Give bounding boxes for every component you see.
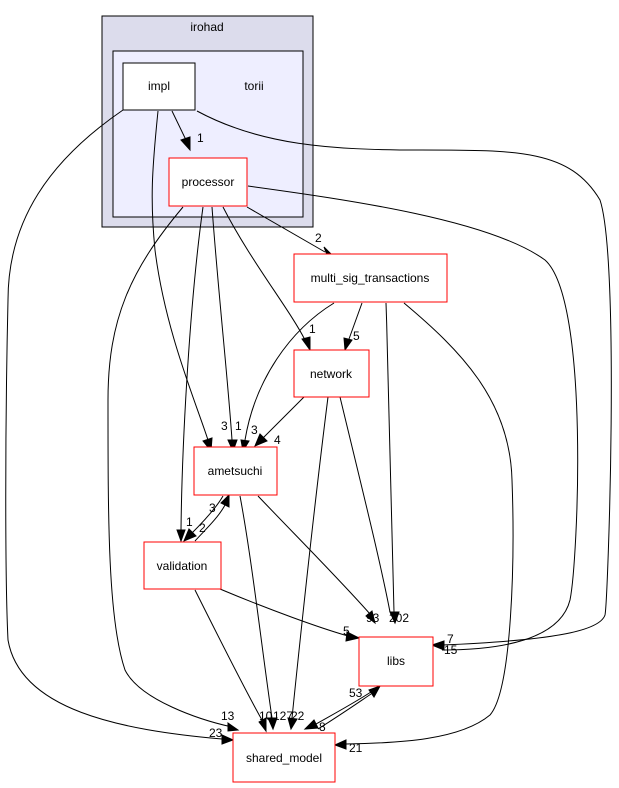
- edge-impl-processor-arrow: [180, 136, 191, 152]
- edge-processor-libs: [247, 185, 579, 651]
- edge-processor-validation-arrow: [176, 529, 186, 543]
- node-processor-label: processor: [182, 175, 235, 189]
- node-multi_sig_transactions[interactable]: multi_sig_transactions: [293, 253, 448, 303]
- edge-network-libs-label: 202: [389, 611, 409, 625]
- edge-validation-shared_model: [194, 589, 263, 721]
- edge-multi_sig-libs: [385, 302, 395, 613]
- edges: 1 3 7 23 2 1 1 1 15 13: [5, 109, 612, 755]
- edge-impl-shared_model: [5, 109, 223, 740]
- edge-multi_sig-ametsuchi-label: 3: [251, 423, 258, 437]
- edge-network-shared_model: [291, 396, 329, 719]
- edge-network-shared_model-arrow: [287, 717, 298, 731]
- edge-ametsuchi-validation-arrow: [183, 528, 197, 542]
- edge-validation-libs-arrow: [345, 631, 361, 642]
- node-ametsuchi[interactable]: ametsuchi: [193, 446, 278, 496]
- edge-validation-libs: [219, 588, 349, 637]
- edge-processor-shared_model-label: 13: [221, 709, 235, 723]
- edge-ametsuchi-shared_model-label: 127: [273, 709, 293, 723]
- edge-processor-network-label: 1: [309, 322, 316, 336]
- node-shared_model-label: shared_model: [246, 751, 322, 765]
- edge-multi_sig-shared_model-label: 21: [349, 741, 363, 755]
- edge-impl-libs-arrow: [430, 640, 445, 651]
- edge-ametsuchi-validation-label: 2: [199, 521, 206, 535]
- edge-ametsuchi-libs-label: 93: [366, 611, 380, 625]
- edge-multi_sig-libs-arrow: [389, 611, 400, 625]
- edge-network-ametsuchi-arrow: [254, 433, 268, 447]
- node-network-label: network: [310, 367, 353, 381]
- node-ametsuchi-label: ametsuchi: [208, 464, 263, 478]
- edge-shared_model-libs-arrow: [368, 685, 382, 698]
- edge-impl-libs-label: 7: [447, 632, 454, 646]
- node-validation[interactable]: validation: [143, 541, 222, 590]
- edge-processor-validation: [180, 206, 204, 531]
- node-libs[interactable]: libs: [358, 636, 434, 687]
- edge-multi_sig-shared_model: [345, 302, 514, 745]
- edge-impl-ametsuchi-label: 3: [221, 419, 228, 433]
- node-shared_model[interactable]: shared_model: [232, 732, 336, 783]
- edge-validation-shared_model-arrow: [258, 717, 267, 733]
- edge-impl-shared_model-arrow: [221, 734, 235, 745]
- node-multi_sig_transactions-label: multi_sig_transactions: [311, 271, 430, 285]
- edge-network-ametsuchi: [262, 396, 305, 439]
- edge-impl-shared_model-label: 23: [209, 726, 223, 740]
- node-impl-label: impl: [148, 79, 170, 93]
- edge-processor-shared_model: [107, 206, 233, 728]
- cluster-torii-label: torii: [244, 79, 263, 93]
- node-processor[interactable]: processor: [168, 157, 248, 207]
- node-libs-label: libs: [387, 654, 405, 668]
- node-network[interactable]: network: [293, 349, 370, 398]
- edge-shared_model-libs-label: 53: [349, 686, 363, 700]
- edge-validation-ametsuchi-arrow: [220, 493, 230, 508]
- edge-ametsuchi-shared_model-arrow: [267, 717, 278, 731]
- edge-processor-ametsuchi: [211, 206, 233, 441]
- edge-validation-libs-label: 5: [343, 624, 350, 638]
- edge-processor-network: [222, 206, 306, 341]
- edge-processor-ametsuchi-label: 1: [235, 419, 242, 433]
- edge-network-shared_model-label: 22: [291, 709, 305, 723]
- edge-ametsuchi-libs: [257, 495, 371, 615]
- edge-processor-multi_sig: [246, 206, 326, 253]
- node-impl[interactable]: impl: [122, 62, 196, 111]
- edge-ametsuchi-validation: [191, 495, 224, 534]
- edge-multi_sig-network: [348, 302, 363, 340]
- edge-ametsuchi-libs-arrow: [365, 610, 376, 625]
- edge-processor-multi_sig-label: 2: [315, 231, 322, 245]
- edge-multi_sig-shared_model-arrow: [333, 739, 347, 750]
- edge-processor-network-arrow: [301, 336, 311, 352]
- edge-multi_sig-network-arrow: [343, 337, 353, 352]
- edge-shared_model-libs: [317, 693, 372, 730]
- edge-network-libs: [339, 396, 391, 613]
- edge-impl-ametsuchi: [151, 110, 209, 441]
- edge-network-ametsuchi-label: 4: [274, 433, 281, 447]
- edge-validation-ametsuchi: [194, 504, 226, 542]
- edge-ametsuchi-shared_model: [239, 495, 273, 719]
- node-validation-label: validation: [157, 559, 208, 573]
- edge-multi_sig-ametsuchi: [244, 302, 335, 441]
- cluster-irohad-label: irohad: [190, 20, 223, 34]
- edge-processor-ametsuchi-arrow: [227, 439, 238, 453]
- edge-validation-shared_model-label: 10: [259, 709, 273, 723]
- edge-processor-shared_model-arrow: [227, 722, 240, 732]
- edge-processor-validation-label: 1: [186, 515, 193, 529]
- edge-impl-processor: [171, 110, 187, 141]
- edge-impl-processor-label: 1: [197, 131, 204, 145]
- edge-processor-libs-label: 15: [444, 643, 458, 657]
- edge-impl-libs: [196, 110, 612, 646]
- edge-libs-shared_model-label: 8: [319, 720, 326, 734]
- edge-libs-shared_model-arrow: [303, 719, 319, 730]
- edge-validation-ametsuchi-label: 3: [209, 501, 216, 515]
- edge-multi_sig-network-label: 5: [353, 329, 360, 343]
